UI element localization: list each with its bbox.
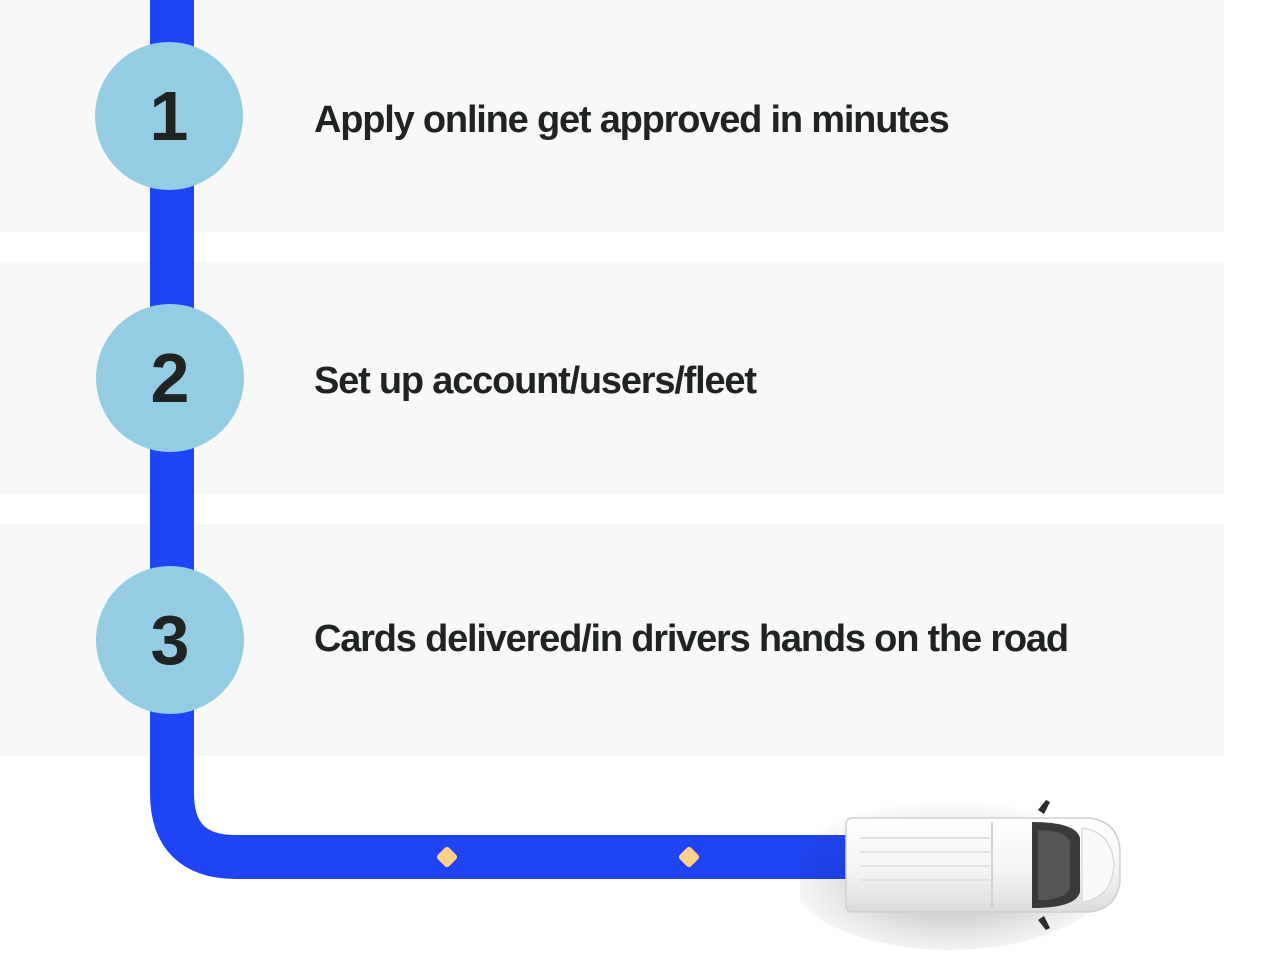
van-icon xyxy=(800,800,1121,950)
road-marker-diamond xyxy=(436,846,458,868)
step-number-1: 1 xyxy=(95,42,243,190)
step-number-3: 3 xyxy=(96,566,244,714)
step-label-1: Apply online get approved in minutes xyxy=(314,99,950,141)
step-number-2: 2 xyxy=(96,304,244,452)
road-marker-diamond xyxy=(678,846,700,868)
step-label-3: Cards delivered/in drivers hands on the … xyxy=(314,618,1069,660)
step-label-2: Set up account/users/fleet xyxy=(314,360,757,402)
